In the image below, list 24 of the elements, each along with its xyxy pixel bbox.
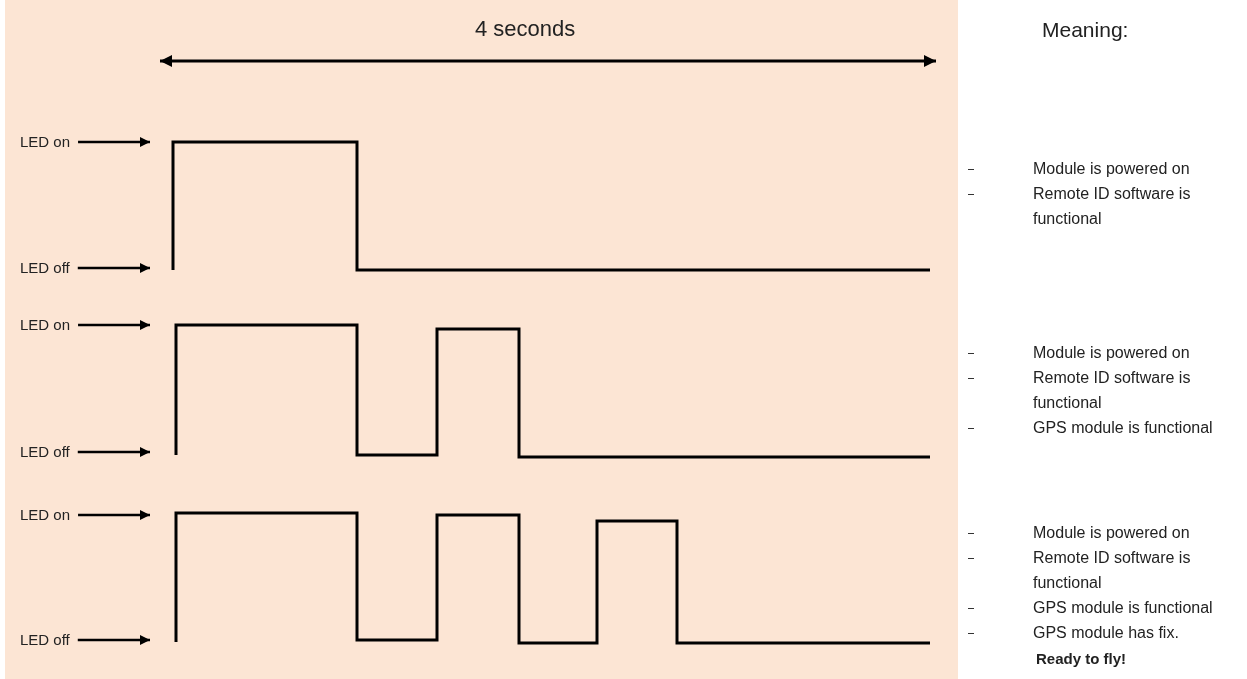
arrow: [77, 263, 150, 273]
status-note: Ready to fly!: [1036, 650, 1126, 667]
arrow: [78, 137, 150, 147]
meaning-item: Remote ID software is functional: [1033, 368, 1192, 413]
arrow: [77, 635, 150, 645]
level-label: LED off: [20, 630, 70, 650]
level-label: LED on: [20, 505, 71, 525]
meaning-item: GPS module has fix.: [1033, 623, 1180, 643]
arrow: [77, 447, 150, 457]
arrow: [78, 320, 150, 330]
arrow: [78, 510, 150, 520]
meaning-item: Module is powered on: [1033, 159, 1191, 179]
column-heading: Meaning:: [1042, 18, 1129, 42]
meaning-item: Module is powered on: [1033, 343, 1191, 363]
level-label: LED off: [20, 442, 70, 462]
meaning-item: GPS module is functional: [1033, 598, 1214, 618]
level-label: LED on: [20, 132, 71, 152]
meaning-item: Remote ID software is functional: [1033, 548, 1192, 593]
meaning-item: Remote ID software is functional: [1033, 184, 1192, 229]
level-label: LED off: [20, 258, 70, 278]
level-label: LED on: [20, 315, 71, 335]
meaning-item: Module is powered on: [1033, 523, 1191, 543]
meaning-item: GPS module is functional: [1033, 418, 1214, 438]
dimension-label: 4 seconds: [475, 16, 576, 42]
